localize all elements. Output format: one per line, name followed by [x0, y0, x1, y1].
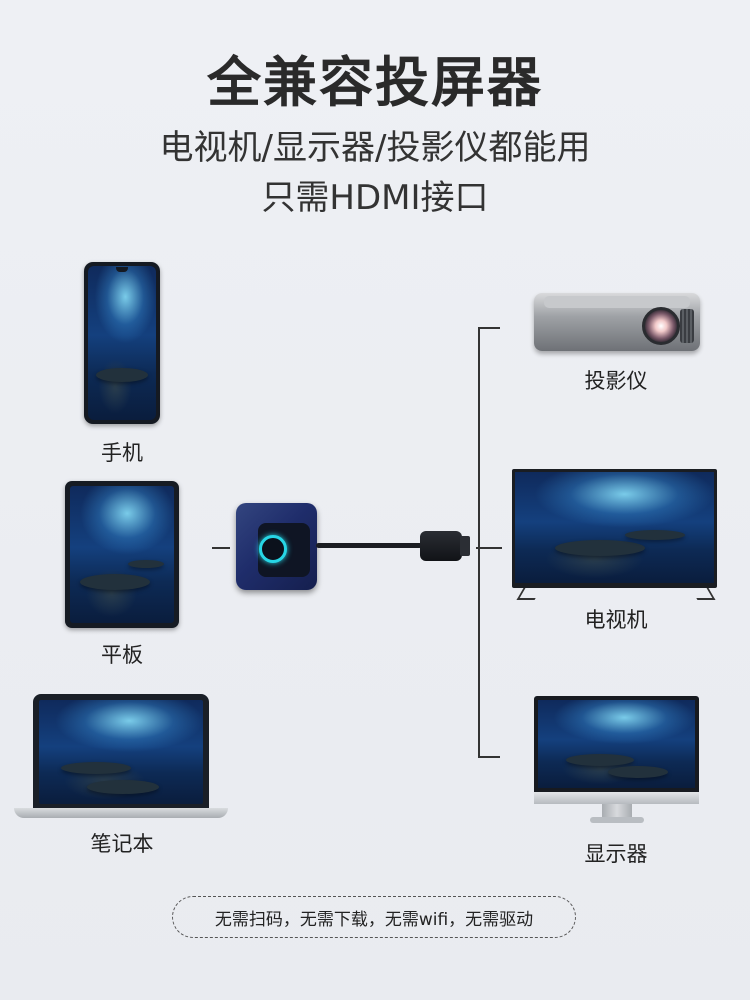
bus-projector-line: [478, 327, 500, 329]
tv-device: [512, 469, 717, 588]
projector-top-panel: [544, 296, 690, 308]
tv-stand-right: [690, 588, 716, 600]
projector-label: 投影仪: [584, 369, 648, 393]
monitor-device: [534, 696, 699, 792]
phone-screen: [88, 266, 156, 420]
phone-device: [84, 262, 160, 424]
monitor-neck: [602, 804, 632, 818]
feature-note-text: 无需扫码，无需下载，无需wifi，无需驱动: [214, 909, 534, 930]
laptop-island: [61, 762, 131, 774]
plug-to-bus-line: [476, 547, 502, 549]
projector-grille: [680, 309, 694, 343]
tablet-island: [80, 574, 150, 590]
tablet-screen: [70, 486, 174, 623]
page-title: 全兼容投屏器: [207, 51, 543, 114]
monitor-island-2: [608, 766, 668, 778]
tablet-island-small: [128, 560, 164, 568]
output-bus-line: [478, 327, 480, 757]
bus-monitor-line: [478, 756, 500, 758]
laptop-label: 笔记本: [90, 832, 154, 856]
tv-screen: [515, 472, 714, 583]
hdmi-plug: [420, 531, 462, 561]
tablet-label: 平板: [101, 643, 143, 667]
tablet-device: [65, 481, 179, 628]
dongle-button-ring: [259, 535, 287, 563]
laptop-screen: [39, 700, 203, 804]
projector-lens: [642, 307, 680, 345]
hdmi-cable: [316, 543, 422, 548]
subtitle-compatibility: 电视机/显示器/投影仪都能用: [159, 128, 591, 168]
hdmi-plug-tip: [460, 536, 470, 556]
feature-note-pill: 无需扫码，无需下载，无需wifi，无需驱动: [172, 896, 576, 938]
monitor-chin: [534, 792, 699, 804]
phone-island: [96, 368, 148, 382]
laptop-device: [33, 694, 209, 810]
tv-island: [555, 540, 645, 556]
tv-island-small: [625, 530, 685, 540]
source-connector-line: [212, 547, 230, 549]
monitor-foot: [590, 817, 644, 823]
monitor-screen: [538, 700, 695, 788]
projector-device: [534, 293, 700, 351]
phone-notch: [116, 267, 128, 272]
laptop-base: [14, 808, 228, 818]
monitor-island: [566, 754, 634, 766]
tv-label: 电视机: [584, 608, 648, 632]
subtitle-hdmi: 只需HDMI接口: [261, 178, 489, 218]
screen-mirroring-dongle: [236, 503, 317, 590]
phone-label: 手机: [101, 441, 143, 465]
laptop-island-2: [87, 780, 159, 794]
tv-stand-left: [516, 588, 542, 600]
monitor-label: 显示器: [584, 842, 648, 866]
